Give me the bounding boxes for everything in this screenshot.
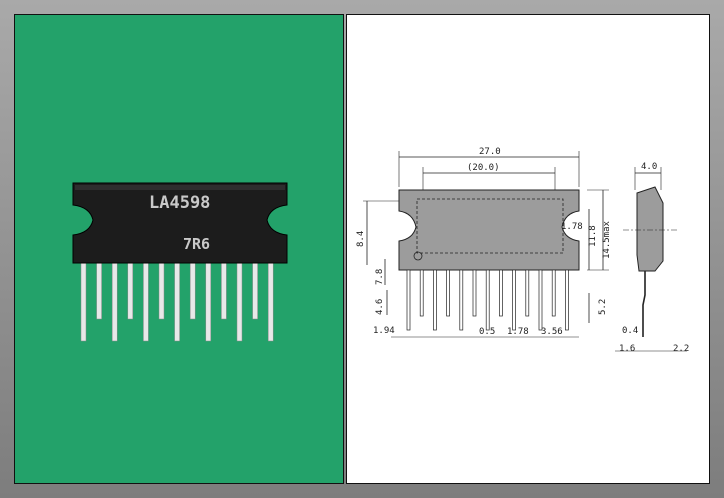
- part-number-marking: LA4598: [149, 193, 210, 213]
- drawing-lead: [525, 269, 530, 317]
- drawing-lead: [433, 269, 437, 331]
- dim-3-56: 3.56: [541, 327, 563, 337]
- dim-8-4: 8.4: [356, 231, 366, 247]
- drawing-lead: [565, 269, 569, 331]
- date-code-marking: 7R6: [183, 235, 210, 253]
- drawing-lead: [446, 269, 450, 317]
- dim-1-78-bottom: 1.78: [507, 327, 529, 337]
- drawing-lead: [472, 269, 477, 317]
- ic-leads: [80, 260, 274, 342]
- package-body-outline: [398, 189, 580, 271]
- ic-lead: [236, 260, 243, 342]
- dim-14-5max: 14.5max: [602, 220, 612, 259]
- ic-lead: [267, 260, 274, 342]
- drawing-lead: [499, 269, 503, 317]
- dim-11-8: 11.8: [588, 225, 598, 247]
- component-photo: LA4598 7R6: [14, 14, 344, 484]
- ic-lead: [158, 260, 165, 320]
- dim-7-8: 7.8: [375, 269, 385, 285]
- dim-20-0: (20.0): [467, 163, 500, 173]
- dim-27-0: 27.0: [479, 147, 501, 157]
- ic-photo-illustration: LA4598 7R6: [72, 182, 288, 342]
- ic-lead: [143, 260, 149, 342]
- pin1-marker: [413, 251, 423, 261]
- dim-corner-1-78: 1.78: [561, 222, 583, 232]
- ic-body: [72, 182, 288, 264]
- dim-5-2: 5.2: [598, 299, 608, 315]
- ic-lead: [252, 260, 258, 320]
- ic-lead: [111, 260, 118, 342]
- dim-0-5: 0.5: [479, 327, 495, 337]
- side-view-body: [636, 186, 664, 272]
- ic-lead: [205, 260, 212, 342]
- dim-1-94: 1.94: [373, 326, 395, 336]
- drawing-lead: [485, 269, 490, 331]
- drawing-lead: [512, 269, 516, 331]
- dimension-drawing: 27.0 (20.0) 1.78 11.8 14.5max 5.2 8.4 7.…: [356, 147, 689, 354]
- drawing-lead: [538, 269, 543, 331]
- ic-lead: [221, 260, 227, 320]
- drawing-lead: [406, 269, 411, 331]
- ic-lead: [96, 260, 102, 320]
- dim-1-6: 1.6: [619, 344, 635, 354]
- ic-lead: [174, 260, 180, 342]
- ic-lead: [189, 260, 196, 320]
- dim-2-2: 2.2: [673, 344, 689, 354]
- ic-body-highlight: [75, 185, 285, 190]
- drawing-lead: [459, 269, 464, 331]
- side-view-lead: [642, 271, 646, 337]
- ic-lead: [127, 260, 134, 320]
- dim-0-4: 0.4: [622, 326, 638, 336]
- drawing-lead: [419, 269, 424, 317]
- ic-lead: [80, 260, 87, 342]
- heatsink-outline: [416, 198, 564, 254]
- dim-4-0: 4.0: [641, 162, 657, 172]
- drawing-leads: [406, 269, 569, 331]
- package-drawing: 27.0 (20.0) 1.78 11.8 14.5max 5.2 8.4 7.…: [346, 14, 710, 484]
- drawing-lead: [551, 269, 556, 317]
- dim-4-6: 4.6: [375, 299, 385, 315]
